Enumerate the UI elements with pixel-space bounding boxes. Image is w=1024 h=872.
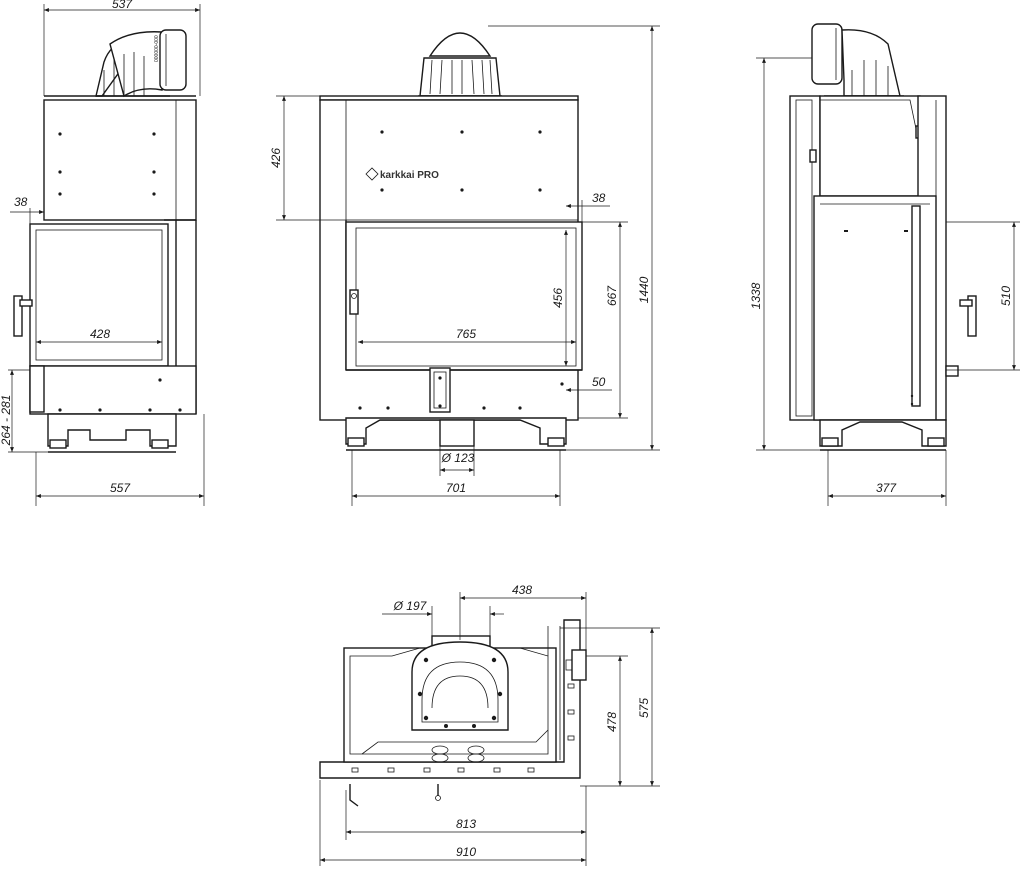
flue-dome <box>418 32 502 97</box>
dim-bottom-width-left: 557 <box>110 481 131 495</box>
dim-side-depth: 377 <box>876 481 897 495</box>
dim-total-height: 1440 <box>637 276 651 303</box>
dim-air-inlet: Ø 123 <box>441 451 475 465</box>
side-view: 1338 510 377 <box>749 23 1020 506</box>
dim-door-height: 667 <box>605 285 619 306</box>
door <box>29 223 169 367</box>
dim-glass-width-main: 765 <box>456 327 476 341</box>
dim-bottom-offset: 50 <box>592 375 606 389</box>
dim-top-depth-inner: 478 <box>605 712 619 732</box>
dim-right-offset: 38 <box>592 191 606 205</box>
dim-top-width-inner: 813 <box>456 817 476 831</box>
dim-bottom-width-main: 701 <box>446 481 466 495</box>
dim-side-height: 1338 <box>749 282 763 309</box>
flue-elbow: 000000-000 <box>95 29 187 98</box>
dim-side-door-height: 510 <box>999 286 1013 306</box>
dim-flue-diameter: Ø 197 <box>393 599 428 613</box>
brand-logo: karkkai PRO <box>365 167 439 181</box>
side-handle <box>967 295 977 337</box>
upper-body <box>43 99 197 221</box>
svg-text:karkkai PRO: karkkai PRO <box>380 170 439 181</box>
svg-text:000000-000: 000000-000 <box>154 35 160 62</box>
front-view-main: karkkai PRO 426 38 765 456 <box>269 25 660 506</box>
dim-left-offset: 38 <box>14 195 28 209</box>
front-view-left: 000000-000 537 <box>0 0 205 506</box>
dim-top-width-outer: 910 <box>456 845 476 859</box>
dim-glass-height: 456 <box>551 288 565 308</box>
air-control <box>429 367 451 413</box>
dim-flue-offset: 438 <box>512 583 532 597</box>
top-view: Ø 197 438 478 575 813 910 <box>319 583 660 866</box>
dim-upper-height: 426 <box>269 148 283 168</box>
dim-top-depth-outer: 575 <box>637 698 651 718</box>
flue-elbow-side <box>811 23 904 97</box>
dim-top-width: 537 <box>112 0 133 11</box>
dim-glass-width-left: 428 <box>90 327 110 341</box>
main-door <box>345 221 583 371</box>
dim-height-range: 264 - 281 <box>0 395 13 447</box>
door-handle <box>13 295 23 337</box>
flue-top <box>411 635 509 731</box>
